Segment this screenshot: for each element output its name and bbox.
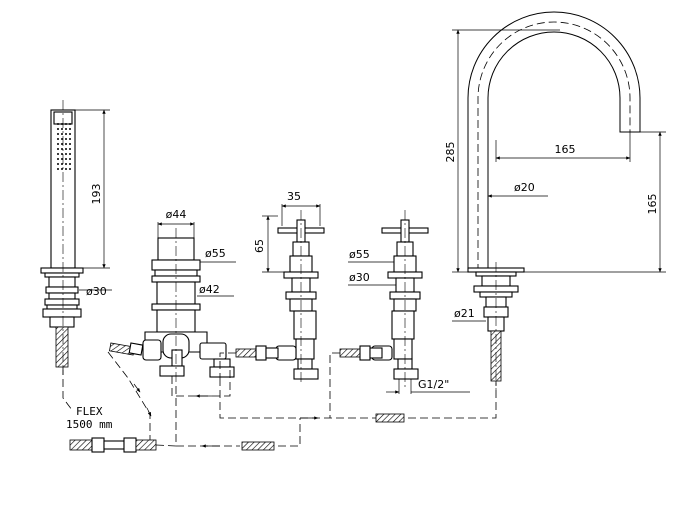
dimension-diverter-lower: ø42 [197,283,234,297]
dim-label-44: ø44 [166,208,187,221]
dim-label-165-reach: 165 [555,143,576,156]
dim-label-55-diverter: ø55 [205,247,226,260]
dimension-thread: G1/2" [386,378,470,394]
shower-nozzles [57,123,71,170]
dim-label-20: ø20 [514,181,535,194]
dimension-diverter-body: ø55 [200,247,236,263]
dimension-handshower-base: ø30 [79,285,112,298]
dim-label-42: ø42 [199,283,220,296]
hose-note: FLEX 1500 mm [66,405,113,431]
dimension-spout-tube: ø20 [487,181,548,198]
valve-right: ø55 ø30 G1/2" [348,210,470,394]
dimension-spout-reach: 165 [495,132,631,162]
hand-shower: 193 ø30 [40,100,112,375]
dimension-valve-base: ø30 [348,271,396,286]
dim-label-55-valve: ø55 [349,248,370,261]
hose-note-line1: FLEX [76,405,103,418]
valve-left: 35 65 [253,190,325,385]
dim-label-193: 193 [90,184,103,205]
dim-label-base-30: ø30 [86,285,107,298]
dimension-spout-outlet: 165 [524,131,666,273]
diverter-valve: ø44 ø55 ø42 [142,208,236,385]
dim-label-21: ø21 [454,307,475,320]
dimension-handshower-length: 193 [75,109,110,269]
dimension-valve-height: 65 [253,215,284,273]
dimension-diverter-top: ø44 [157,208,195,238]
dim-label-30-valve: ø30 [349,271,370,284]
dimension-valve-handle: 35 [281,190,321,226]
dim-label-g12: G1/2" [418,378,449,391]
dimension-valve-flange: ø55 [348,248,394,263]
dim-label-65: 65 [253,239,266,253]
dimension-spout-height: 285 [444,29,560,273]
dim-label-165-outlet: 165 [646,194,659,215]
hose-note-line2: 1500 mm [66,418,113,431]
dimension-spout-base: ø21 [452,307,486,322]
dim-label-285: 285 [444,142,457,163]
spout: 285 165 ø20 165 ø21 [444,11,666,390]
dim-label-35: 35 [287,190,301,203]
hose-connections [62,342,497,453]
